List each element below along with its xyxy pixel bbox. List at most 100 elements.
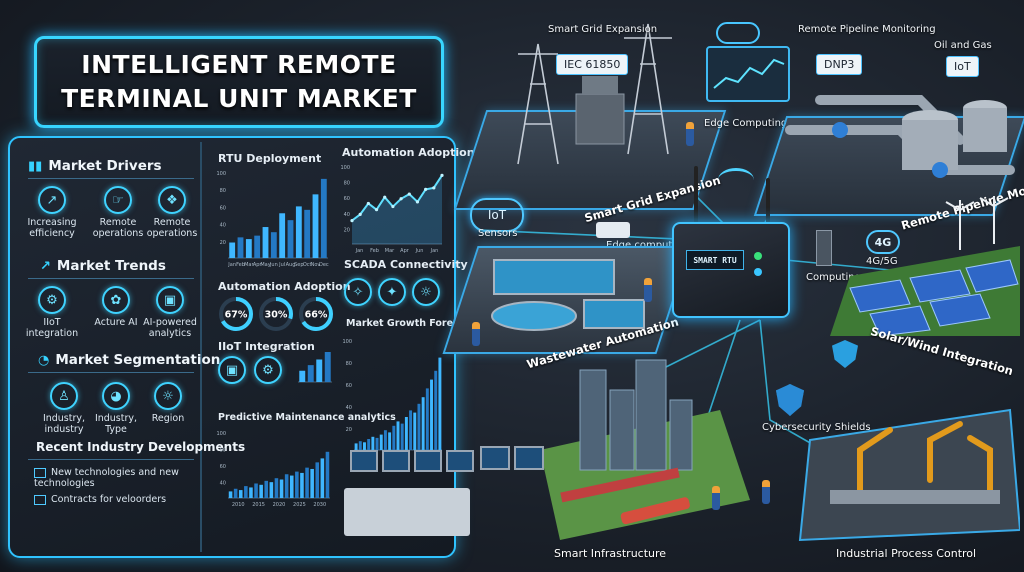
data-point bbox=[358, 212, 362, 216]
bar bbox=[229, 242, 236, 258]
bar bbox=[375, 437, 379, 450]
x-tick-label: Apr bbox=[253, 262, 263, 268]
pipeline-callout: Remote Pipeline Monitoring bbox=[798, 24, 936, 35]
data-point bbox=[424, 187, 428, 191]
cellular-badge: 4G bbox=[866, 230, 900, 254]
automation-adoption-line-title: Automation Adoption bbox=[342, 146, 475, 159]
x-tick-label: Jan bbox=[355, 248, 364, 254]
x-tick-label: Jan bbox=[227, 262, 236, 268]
y-tick-label: 80 bbox=[220, 448, 226, 454]
trend-item-analytics: ▣ AI-powered analytics bbox=[138, 286, 202, 339]
y-tick-label: 60 bbox=[220, 464, 226, 470]
bar bbox=[396, 421, 400, 450]
x-tick-label: Oct bbox=[303, 262, 312, 268]
worker-figure bbox=[712, 486, 720, 510]
bar bbox=[316, 359, 323, 382]
data-point bbox=[440, 173, 444, 177]
x-tick-label: Jan bbox=[430, 248, 439, 254]
market-growth-title: Market Growth Forecasts bbox=[346, 318, 481, 329]
bar bbox=[438, 357, 442, 450]
x-tick-label: Jul bbox=[278, 262, 285, 268]
y-tick-label: 100 bbox=[342, 339, 352, 345]
industrial-process-label: Industrial Process Control bbox=[836, 547, 977, 560]
bar bbox=[249, 487, 253, 498]
edge-gateway-label: Edge Computing Gateway bbox=[704, 118, 835, 129]
worker-figure bbox=[472, 322, 480, 346]
divider bbox=[28, 178, 194, 179]
title-box: INTELLIGENT REMOTE TERMINAL UNIT MARKET bbox=[34, 36, 444, 128]
x-tick-label: Aug bbox=[286, 262, 296, 268]
iiot-icon: ⚙ bbox=[38, 286, 66, 314]
iot-tag: IoT bbox=[946, 56, 979, 77]
bar bbox=[295, 206, 302, 258]
x-tick-label: May bbox=[260, 262, 270, 268]
wastewater-basins bbox=[491, 259, 645, 331]
x-tick-label: 2020 bbox=[273, 502, 286, 508]
smart-grid-callout: Smart Grid Expansion bbox=[548, 24, 658, 35]
iot-sensors-badge: IoT bbox=[470, 198, 524, 232]
router-icon bbox=[596, 222, 630, 238]
worker-figure bbox=[644, 278, 652, 302]
bar bbox=[409, 410, 413, 450]
bar bbox=[434, 370, 438, 450]
divider bbox=[28, 372, 194, 373]
bar bbox=[284, 474, 289, 498]
column-divider bbox=[200, 142, 202, 552]
iiot-integration-chart bbox=[298, 352, 332, 383]
chart-up-icon: ↗ bbox=[38, 186, 66, 214]
globe-icon: ☼ bbox=[412, 278, 440, 306]
cloud-icon bbox=[716, 22, 760, 44]
segment-item-industry: ♙ Industry, industry bbox=[32, 382, 96, 435]
bar bbox=[421, 397, 425, 450]
data-point bbox=[383, 195, 387, 199]
automation-adoption-gauge-title: Automation Adoption bbox=[218, 280, 351, 293]
gear-icon: ⚙ bbox=[254, 356, 282, 384]
x-tick-label: Nov bbox=[311, 262, 321, 268]
gauge-arc bbox=[299, 297, 333, 331]
recent-developments-heading: Recent Industry Developments bbox=[36, 440, 246, 454]
bar bbox=[264, 480, 269, 498]
x-tick-label: 2015 bbox=[252, 502, 265, 508]
bar bbox=[320, 458, 325, 498]
bar bbox=[270, 232, 277, 258]
bar bbox=[228, 491, 233, 498]
dashboard-panel bbox=[8, 136, 456, 558]
bar bbox=[274, 478, 279, 498]
dnp3-tag: DNP3 bbox=[816, 54, 863, 75]
y-tick-label: 20 bbox=[344, 227, 350, 233]
monitor-icon bbox=[480, 446, 510, 470]
smart-rtu-device: SMART RTU bbox=[672, 222, 790, 318]
antenna-right bbox=[766, 178, 770, 226]
bar bbox=[279, 213, 286, 258]
scada-icons: ✧ ✦ ☼ bbox=[344, 278, 440, 309]
gauge-label: 66% bbox=[305, 310, 328, 321]
bar bbox=[254, 483, 258, 498]
rtu-deployment-title: RTU Deployment bbox=[218, 152, 322, 165]
title-line-2: TERMINAL UNIT MARKET bbox=[61, 84, 417, 113]
smart-city-scene bbox=[540, 359, 750, 540]
x-tick-label: Mar bbox=[385, 248, 395, 254]
monitor-icon bbox=[382, 450, 410, 472]
bar bbox=[320, 178, 327, 258]
bar bbox=[430, 379, 433, 450]
monitor-icon bbox=[514, 446, 544, 470]
worker-figure bbox=[762, 480, 770, 504]
hand-touch-icon: ☞ bbox=[104, 186, 132, 214]
worker-figure bbox=[686, 122, 694, 146]
y-tick-label: 60 bbox=[220, 205, 226, 211]
data-point bbox=[374, 208, 379, 212]
bar bbox=[300, 472, 304, 498]
bar bbox=[392, 425, 396, 450]
divider bbox=[28, 459, 194, 460]
y-tick-label: 60 bbox=[344, 196, 350, 202]
market-segmentation-heading: ◔Market Segmentation bbox=[38, 352, 221, 368]
wireless-icon: ❖ bbox=[158, 186, 186, 214]
bar bbox=[233, 488, 238, 498]
bar bbox=[358, 441, 362, 450]
bar bbox=[324, 352, 331, 382]
bar bbox=[379, 434, 383, 450]
bar bbox=[304, 209, 311, 258]
bar bbox=[312, 194, 319, 258]
